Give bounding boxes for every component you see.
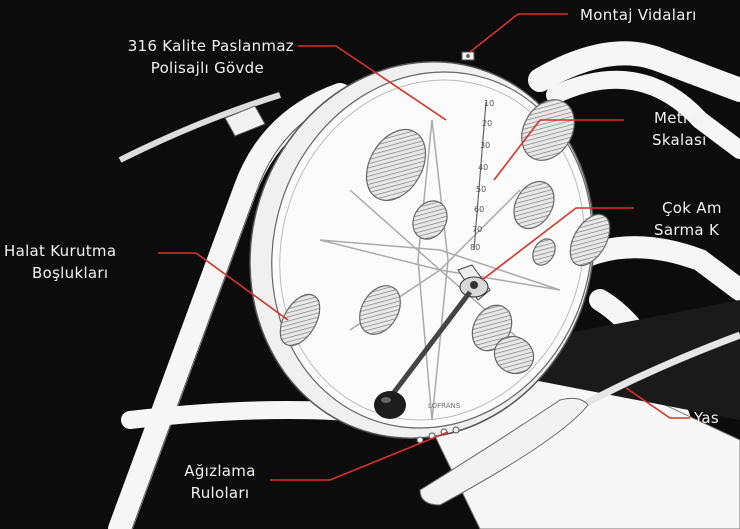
scale-tick-label: 50 <box>476 185 486 194</box>
scale-tick-label: 20 <box>482 119 492 128</box>
handle-knob <box>374 391 406 419</box>
leader-mounting-screws <box>470 14 568 52</box>
label-body-line1: 316 Kalite Paslanmaz <box>70 36 294 56</box>
scale-tick-label: 70 <box>472 225 482 234</box>
mounting-screw <box>462 52 474 60</box>
scale-tick-label: 30 <box>480 141 490 150</box>
label-mounting-screws: Montaj Vidaları <box>580 5 697 25</box>
scale-tick-label: 80 <box>470 243 480 252</box>
label-handle-line2: Sarma K <box>654 220 719 240</box>
label-scale-line1: Metraj <box>654 108 703 128</box>
label-drying-line1: Halat Kurutma <box>4 241 116 261</box>
label-rollers-line1: Ağızlama <box>160 461 280 481</box>
brand-logo: LOFRANS <box>428 402 461 410</box>
label-drying-line2: Boşlukları <box>32 263 108 283</box>
label-line: Yas <box>694 408 719 428</box>
label-scale-line2: Skalası <box>652 130 707 150</box>
label-handle-line1: Çok Am <box>662 198 722 218</box>
scale-tick-label: 60 <box>474 205 484 214</box>
label-body-line2: Polisajlı Gövde <box>70 58 264 78</box>
scale-tick-label: 10 <box>484 99 494 108</box>
scale-tick-label: 40 <box>478 163 488 172</box>
label-rollers-line2: Ruloları <box>160 483 280 503</box>
